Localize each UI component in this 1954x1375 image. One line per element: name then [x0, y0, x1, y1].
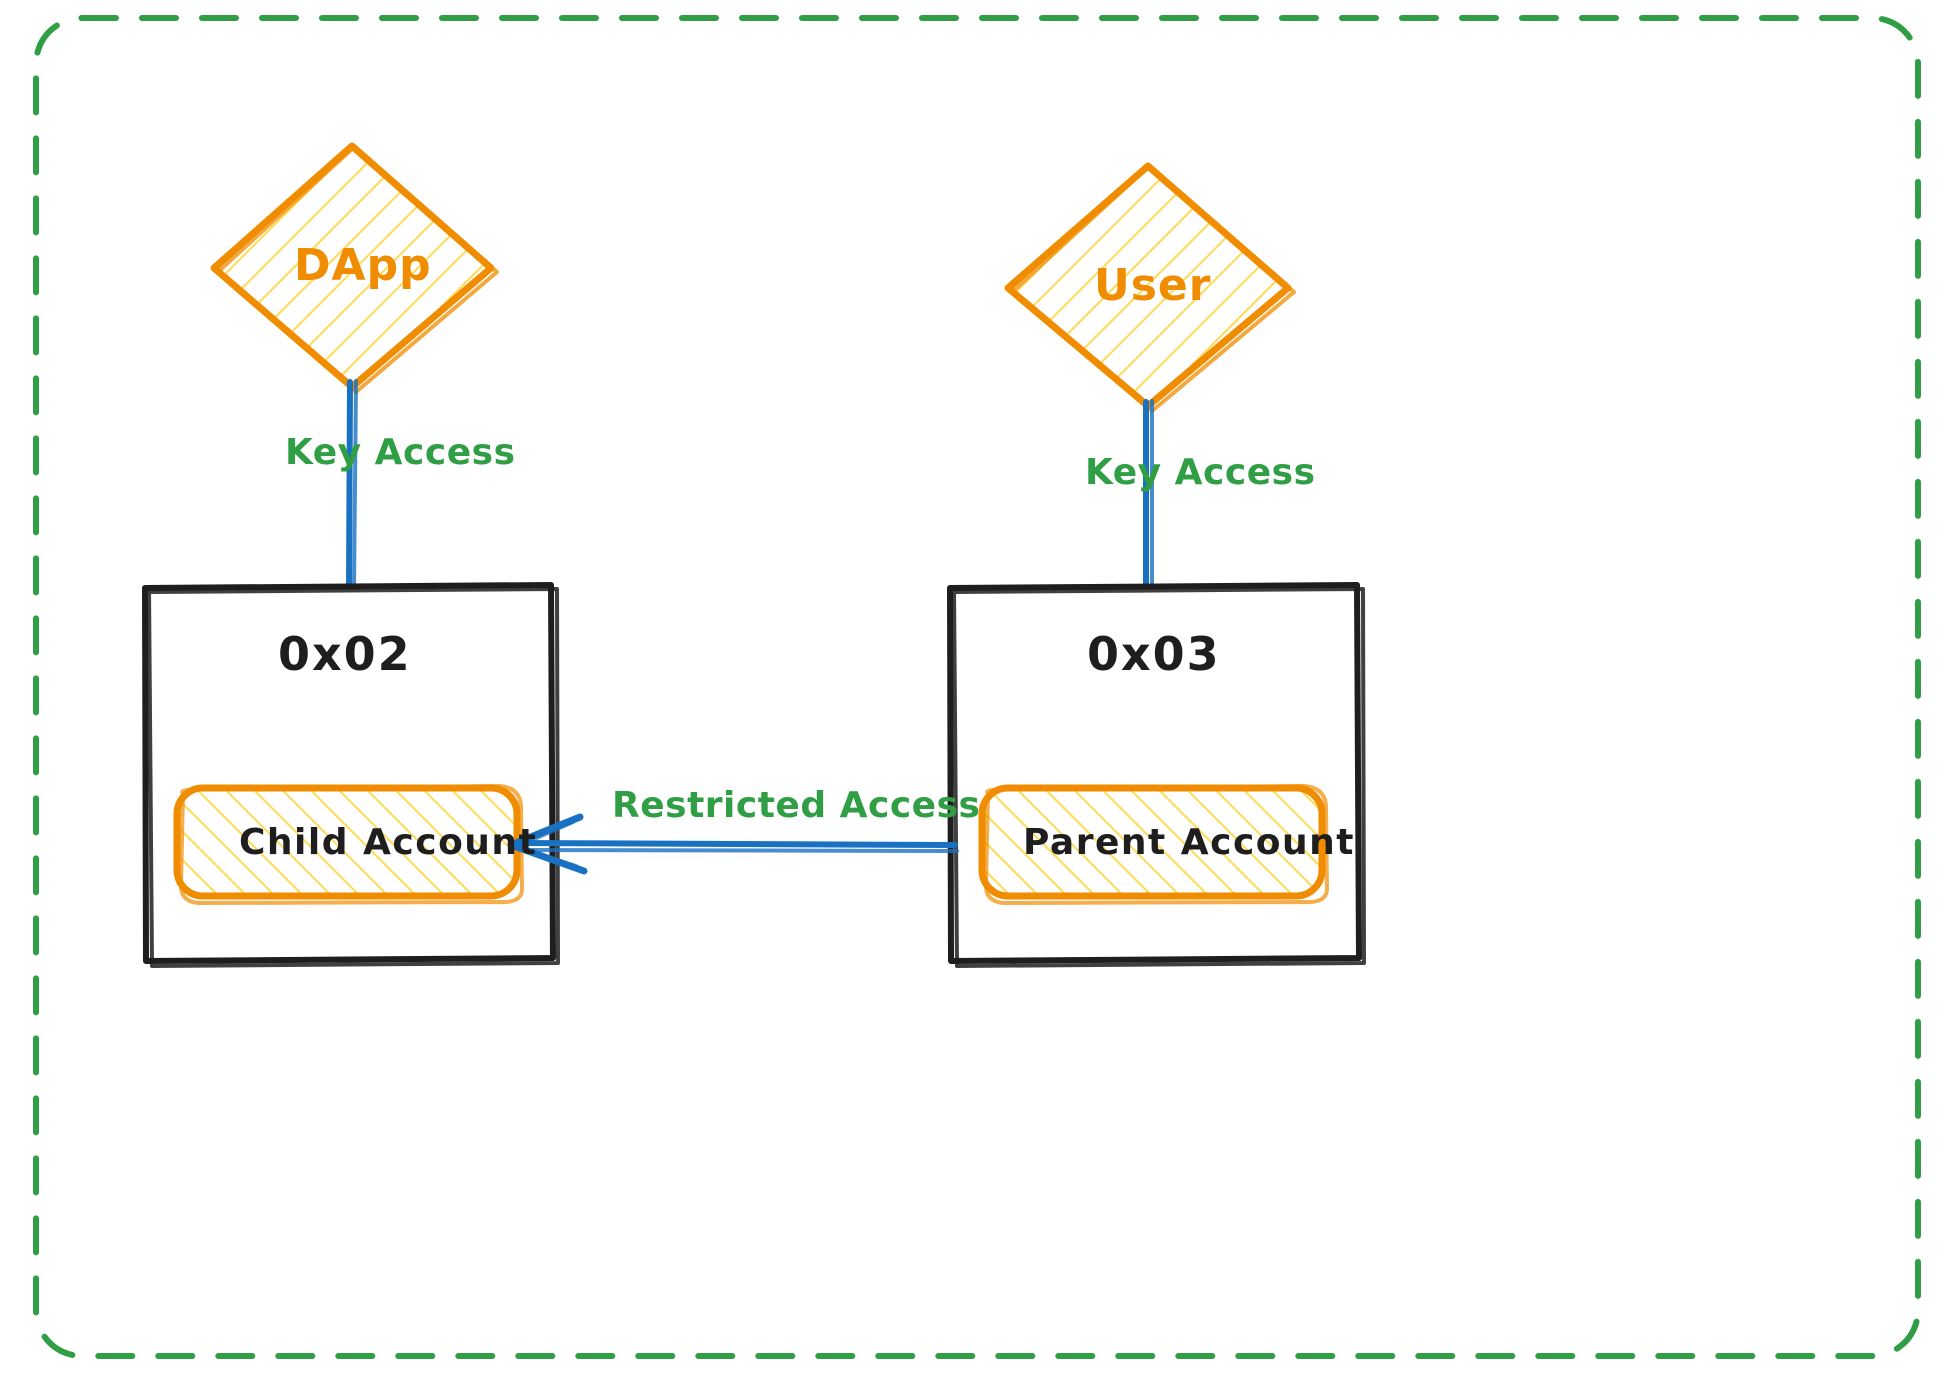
- node-account-0x03[interactable]: [947, 582, 1366, 968]
- edge-restricted-access[interactable]: [507, 813, 959, 875]
- dashed-boundary: [33, 15, 1921, 1359]
- node-dapp[interactable]: [210, 142, 499, 394]
- node-child-account[interactable]: [173, 784, 524, 905]
- edge-user-key-access[interactable]: [1143, 399, 1154, 601]
- node-parent-account[interactable]: [978, 784, 1329, 905]
- node-user[interactable]: [1004, 162, 1296, 413]
- edge-dapp-key-access[interactable]: [346, 379, 358, 593]
- node-account-0x02[interactable]: [142, 582, 560, 968]
